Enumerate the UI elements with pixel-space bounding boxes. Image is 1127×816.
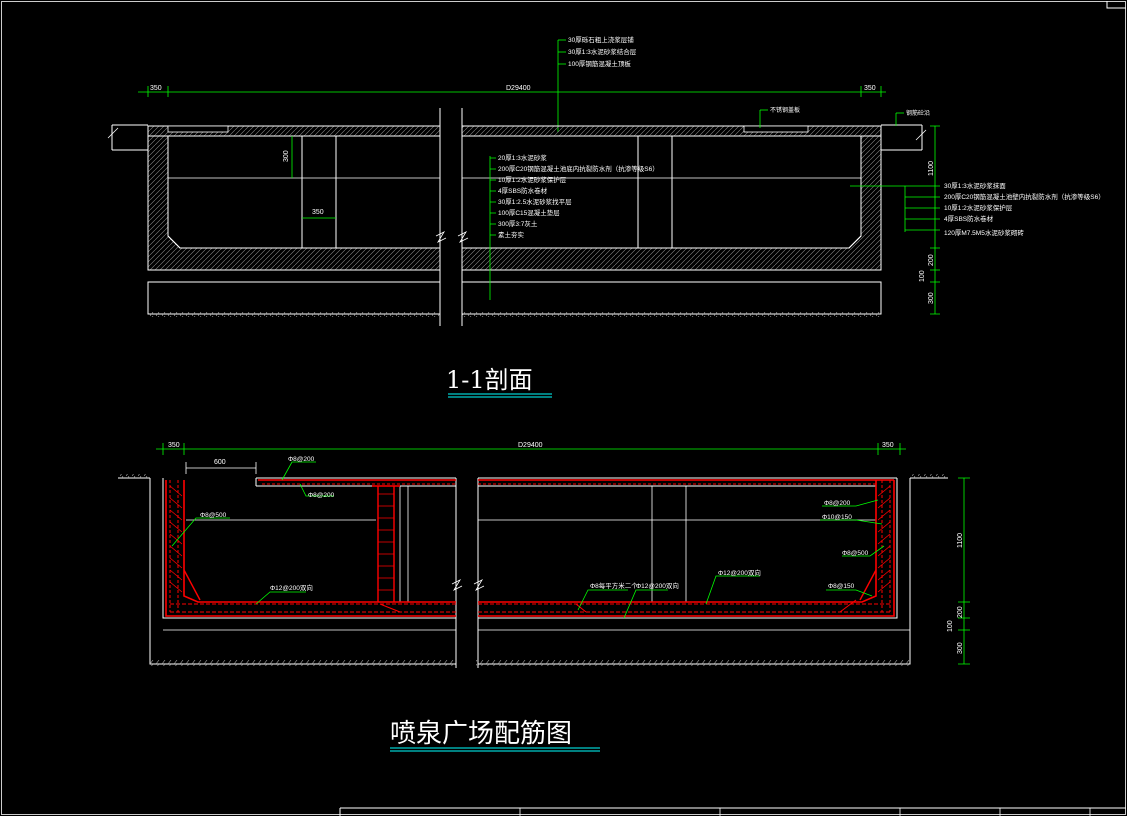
section-rdim-2: 200 — [928, 254, 935, 266]
rebar-drawing: 350 D29400 350 600 — [118, 442, 970, 752]
section-dim-right: 350 — [864, 85, 876, 92]
rebar-red-right — [478, 479, 895, 617]
section-tank-left — [147, 125, 441, 317]
section-rdim-1: 1100 — [928, 161, 935, 176]
section-tank-right — [461, 125, 882, 317]
rebar-label-m3: Φ12@200双向 — [718, 568, 761, 577]
rebar-label-r3: Φ8@500 — [842, 550, 869, 557]
wall-layer-5: 120厚M7.5M5水泥砂浆砌砖 — [944, 228, 1024, 237]
bottom-layer-1: 20厚1:3水泥砂浆 — [498, 153, 547, 162]
rebar-rdim-2: 200 — [957, 606, 964, 618]
section-rdim-4: 300 — [928, 292, 935, 304]
rebar-label-r2: Φ10@150 — [822, 514, 852, 521]
wall-layer-4: 4厚SBS防水卷材 — [944, 214, 994, 223]
bottom-layer-4: 4厚SBS防水卷材 — [498, 186, 548, 195]
rebar-label-m1: Φ8每平方米二个 — [590, 581, 638, 590]
section-title: 1-1剖面 — [446, 366, 533, 394]
wall-layer-3: 10厚1:2水泥砂浆保护层 — [944, 203, 1013, 212]
bottom-layer-7: 300厚3:7灰土 — [498, 219, 538, 228]
wall-layer-2: 200厚C20钢筋混凝土池壁内抗裂防水剂（抗渗等级S6） — [944, 192, 1105, 201]
section-column-dim: 350 — [312, 209, 324, 216]
section-top-dimension: 350 D29400 350 — [138, 85, 886, 97]
rebar-label-l4: Φ12@200双向 — [270, 583, 313, 592]
section-break — [435, 108, 469, 326]
bottom-layer-2: 200厚C20钢筋混凝土池底内抗裂防水剂（抗渗等级S6） — [498, 164, 659, 173]
rebar-title: 喷泉广场配筋图 — [390, 719, 572, 749]
rebar-label-l1: Φ8@200 — [288, 456, 315, 463]
bottom-layer-5: 30厚1:2.5水泥砂浆找平层 — [498, 197, 572, 206]
rebar-break — [451, 478, 485, 668]
rebar-dim-total: D29400 — [518, 442, 543, 449]
bottom-layer-8: 素土夯实 — [498, 230, 525, 239]
rebar-rdim-4: 300 — [957, 642, 964, 654]
rebar-dim-left: 350 — [168, 442, 180, 449]
rebar-rdim-3: 100 — [947, 620, 954, 632]
section-annotations: 不锈钢盖板 钢筋砼沿 300 350 20厚1:3水泥砂浆 200厚C20钢筋混… — [283, 106, 1105, 315]
section-rdim-3: 100 — [919, 270, 926, 282]
rebar-label-l2: Φ8@200 — [308, 492, 335, 499]
frame-corner-mark — [1106, 1, 1126, 9]
top-layer-1: 30厚砾石粗上浇浆层铺 — [568, 35, 634, 44]
section-1-1: 350 D29400 350 30厚砾石粗上浇浆层铺 30厚1:3水泥砂浆结合层… — [107, 35, 1105, 398]
title-block-edge — [339, 807, 1126, 816]
top-layer-callout: 30厚砾石粗上浇浆层铺 30厚1:3水泥砂浆结合层 100厚钢筋混凝土顶板 — [557, 35, 637, 132]
rebar-right-dimensions: 1100 200 100 300 — [947, 477, 970, 665]
rebar-red-left — [165, 479, 456, 617]
bottom-layer-6: 100厚C15混凝土垫层 — [498, 208, 560, 217]
rebar-tank-left — [148, 477, 456, 666]
section-dim-total: D29400 — [506, 85, 531, 92]
rebar-callouts: Φ8@200 Φ8@200 Φ8@500 Φ12@200双向 Φ8每平方米二个 … — [171, 456, 885, 619]
rebar-label-r1: Φ8@200 — [824, 500, 851, 507]
bottom-layer-3: 10厚1:2水泥砂浆保护层 — [498, 175, 567, 184]
rebar-tank-right — [476, 477, 912, 666]
rebar-top-dimension: 350 D29400 350 600 — [156, 442, 906, 474]
rebar-dim-right: 350 — [882, 442, 894, 449]
rebar-dim-offset: 600 — [214, 459, 226, 466]
label-grate: 不锈钢盖板 — [770, 106, 800, 114]
section-wall-dim: 300 — [283, 150, 290, 162]
top-layer-2: 30厚1:3水泥砂浆结合层 — [568, 47, 637, 56]
section-dim-left: 350 — [150, 85, 162, 92]
rebar-label-l3: Φ8@500 — [200, 512, 227, 519]
label-edge: 钢筋砼沿 — [906, 109, 930, 117]
rebar-label-m2: Φ12@200双向 — [636, 581, 679, 590]
top-layer-3: 100厚钢筋混凝土顶板 — [568, 59, 631, 68]
rebar-rdim-1: 1100 — [957, 533, 964, 548]
rebar-label-r4: Φ8@150 — [828, 583, 855, 590]
wall-layer-1: 30厚1:3水泥砂浆抹面 — [944, 181, 1006, 190]
